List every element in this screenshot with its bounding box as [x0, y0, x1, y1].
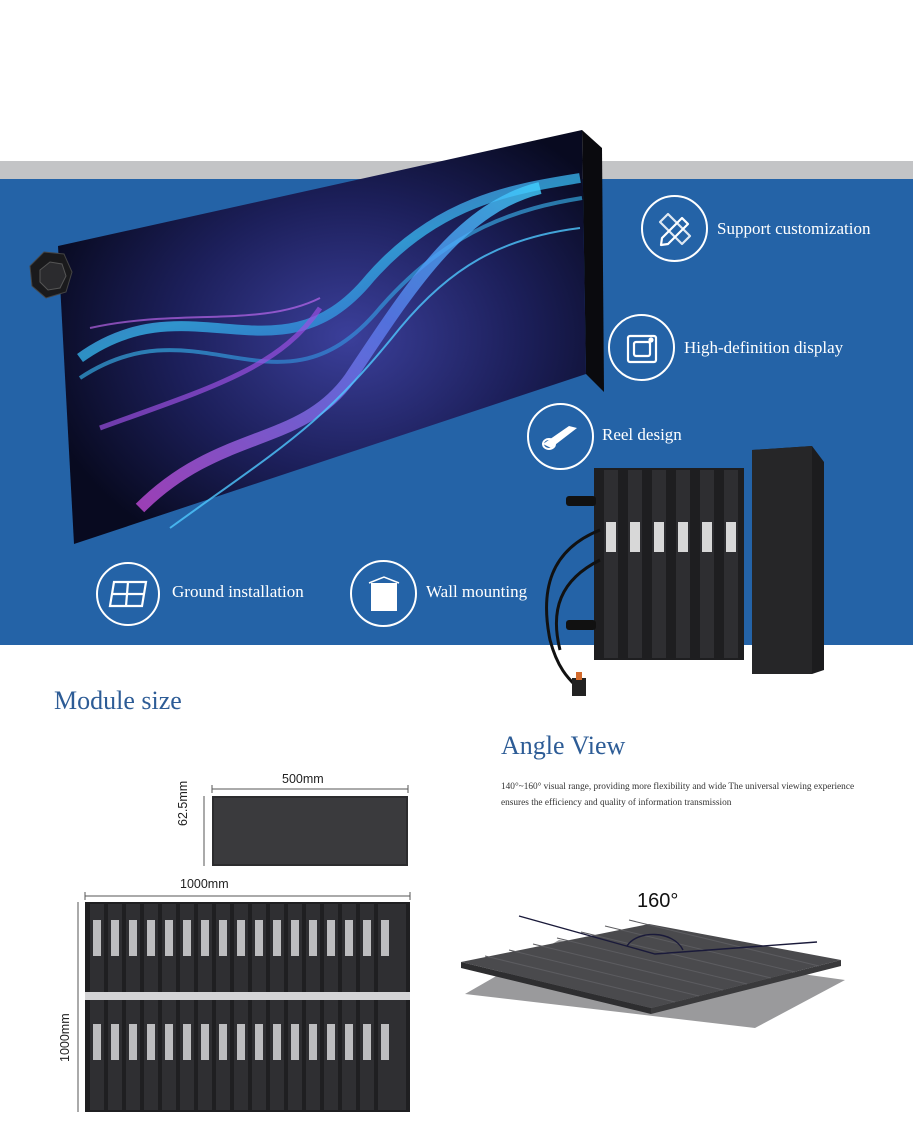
small-module-diagram [203, 785, 409, 866]
small-module-height: 62.5mm [176, 780, 190, 826]
large-module-width: 1000mm [180, 877, 229, 891]
reel-icon [527, 403, 594, 470]
angle-view-title: Angle View [501, 731, 626, 760]
feature-label-reel: Reel design [602, 425, 682, 444]
feature-label-wall: Wall mounting [426, 582, 528, 601]
feature-label-hd-display: High-definition display [684, 338, 844, 357]
customization-icon [641, 195, 708, 262]
feature-label-ground: Ground installation [172, 582, 304, 601]
large-module-height: 1000mm [58, 1013, 72, 1062]
small-module-width: 500mm [282, 772, 324, 786]
rolled-module-image [545, 446, 824, 696]
angle-view-description: 140°~160° visual range, providing more f… [501, 782, 855, 808]
angle-view-diagram: 160° [461, 890, 845, 1028]
feature-label-customization: Support customization [717, 219, 871, 238]
led-wall-image [29, 130, 604, 544]
large-module-diagram [77, 892, 411, 1112]
module-size-title: Module size [54, 686, 182, 715]
wall-frame-icon [350, 560, 417, 627]
grid-icon [96, 562, 160, 626]
camera-icon [608, 314, 675, 381]
angle-degree-label: 160° [637, 890, 678, 912]
